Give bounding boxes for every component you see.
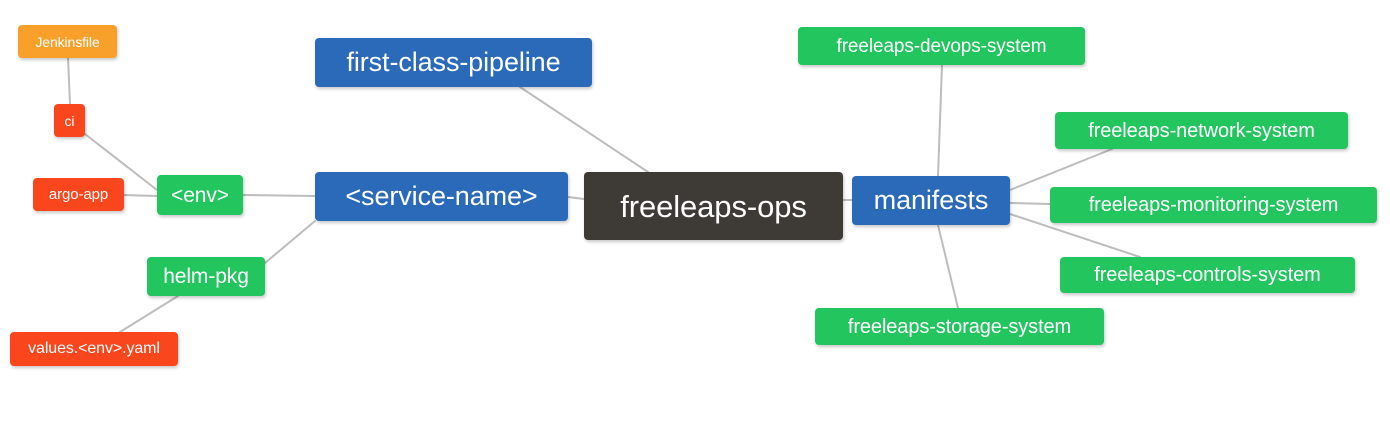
node-freeleaps-storage-system[interactable]: freeleaps-storage-system [815,308,1104,345]
node-manifests[interactable]: manifests [852,176,1010,225]
node-label: manifests [873,185,989,215]
edge-service-name-to-freeleaps-ops [567,196,585,200]
edge-argo-app-to-env [123,194,158,197]
node-label: <service-name> [345,181,538,211]
node-env[interactable]: <env> [157,175,243,215]
node-label: freeleaps-storage-system [847,315,1072,338]
edge-manifests-to-freeleaps-monitoring-system [1009,202,1051,205]
node-label: ci [64,112,75,129]
edge-helm-pkg-to-values-env-yaml [119,295,179,333]
node-freeleaps-ops[interactable]: freeleaps-ops [584,172,843,240]
node-values-env-yaml[interactable]: values.<env>.yaml [10,332,178,366]
node-jenkinsfile[interactable]: Jenkinsfile [18,25,117,58]
edge-manifests-to-freeleaps-storage-system [937,224,959,309]
node-label: argo-app [48,186,109,203]
node-ci[interactable]: ci [54,104,85,137]
edge-service-name-to-helm-pkg [264,220,316,264]
node-freeleaps-controls-system[interactable]: freeleaps-controls-system [1060,257,1355,293]
node-label: helm-pkg [163,265,249,288]
node-label: freeleaps-controls-system [1094,264,1321,286]
node-service-name[interactable]: <service-name> [315,172,568,221]
edge-manifests-to-freeleaps-network-system [1009,148,1113,191]
node-freeleaps-network-system[interactable]: freeleaps-network-system [1055,112,1348,149]
node-label: freeleaps-ops [620,188,807,224]
node-argo-app[interactable]: argo-app [33,178,124,211]
edge-env-to-service-name [242,194,316,197]
node-label: Jenkinsfile [35,33,100,50]
node-first-class-pipeline[interactable]: first-class-pipeline [315,38,592,87]
node-label: freeleaps-monitoring-system [1088,194,1339,216]
edge-first-class-pipeline-to-freeleaps-ops [519,86,649,173]
node-label: first-class-pipeline [346,47,561,77]
edge-manifests-to-freeleaps-devops-system [937,64,943,177]
node-freeleaps-monitoring-system[interactable]: freeleaps-monitoring-system [1050,187,1377,223]
node-label: freeleaps-network-system [1088,119,1315,142]
node-freeleaps-devops-system[interactable]: freeleaps-devops-system [798,27,1085,65]
node-label: freeleaps-devops-system [836,35,1047,57]
node-helm-pkg[interactable]: helm-pkg [147,257,265,296]
node-label: values.<env>.yaml [28,340,160,357]
node-label: <env> [171,183,229,207]
edge-jenkinsfile-to-ci [67,57,71,105]
